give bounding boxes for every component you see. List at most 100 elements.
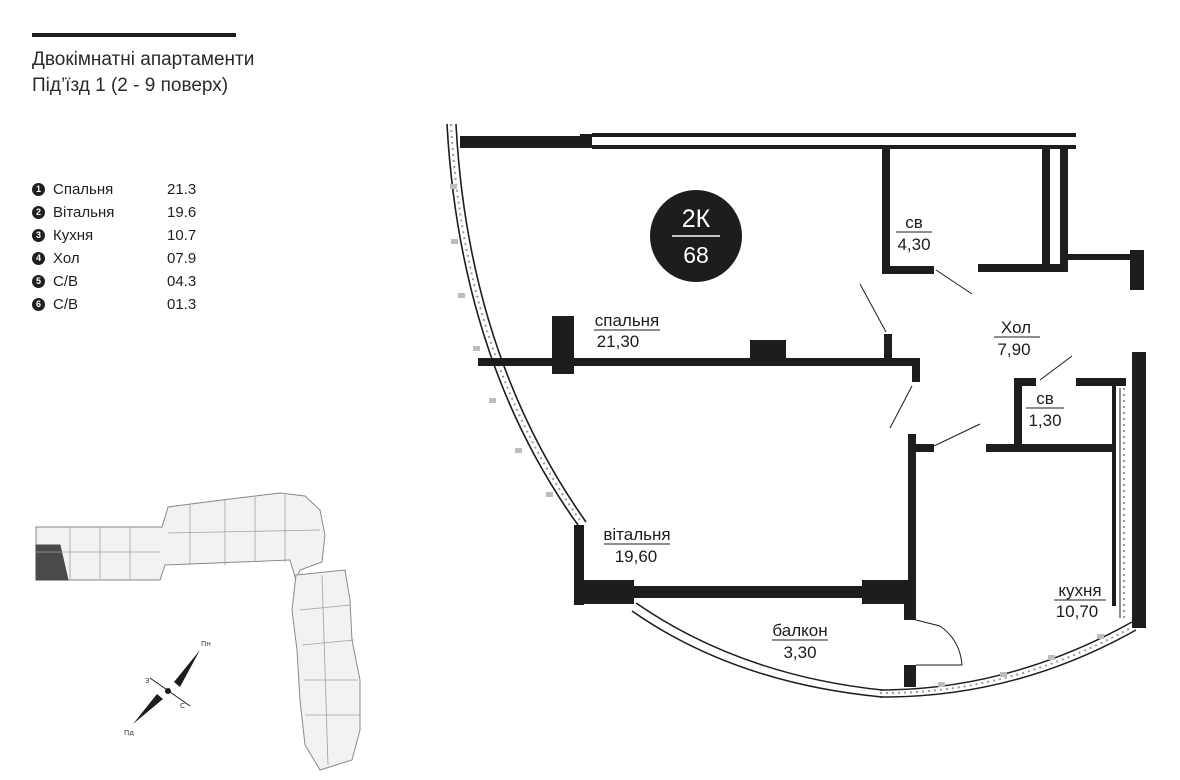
legend-room-area: 10.7: [167, 227, 197, 244]
legend-room-name: Кухня: [53, 227, 94, 244]
compass-label-north: Пн: [201, 640, 211, 648]
wall-balcony-jamb-top: [904, 600, 916, 620]
wall-bath-south-left: [882, 266, 934, 274]
apartment-walls: [460, 133, 1146, 687]
legend-row: 3 Кухня 10.7: [32, 224, 242, 247]
room-area-balcony: 3,30: [783, 643, 816, 662]
legend-room-area: 01.3: [167, 296, 197, 313]
legend-room-name: Хол: [53, 250, 80, 267]
title-apartment-type: Двокімнатні апартаменти: [32, 49, 255, 70]
wall-column-bedroom: [552, 316, 574, 374]
small-bath-door-leaf: [933, 423, 981, 447]
legend-row: 1 Спальня 21.3: [32, 178, 242, 201]
key-plan-wing-south: [291, 569, 361, 771]
kitchen-door-leaf: [1039, 355, 1073, 381]
room-area-legend: 1 Спальня 21.3 2 Вітальня 19.6 3 Кухня 1…: [32, 178, 242, 316]
legend-number-badge: 6: [32, 298, 45, 311]
compass-label-west: З: [145, 677, 150, 685]
legend-room-area: 21.3: [167, 181, 197, 198]
wall-small-bath-top: [1014, 378, 1036, 386]
wall-small-bath-south: [986, 444, 1114, 452]
wall-top-column: [580, 134, 592, 148]
key-plan-wing-west: [35, 492, 326, 582]
building-key-plan: [35, 492, 361, 771]
compass-center: [165, 688, 171, 694]
legend-room-area: 07.9: [167, 250, 197, 267]
legend-row: 2 Вітальня 19.6: [32, 201, 242, 224]
legend-room-area: 19.6: [167, 204, 197, 221]
legend-number-badge: 3: [32, 229, 45, 242]
title-entrance-floors: Під’їзд 1 (2 - 9 поверх): [32, 75, 229, 96]
legend-number-badge: 5: [32, 275, 45, 288]
apartment-badge: 2К 68: [650, 190, 742, 282]
badge-total-area: 68: [683, 242, 709, 268]
bedroom-door-leaf: [859, 283, 887, 333]
room-area-bath-small: 1,30: [1028, 411, 1061, 430]
legend-room-name: С/В: [53, 296, 79, 313]
wall-small-bath-top-right: [1076, 378, 1126, 386]
wall-top-west: [460, 136, 592, 148]
wall-living-west: [574, 525, 584, 605]
room-name-balcony: балкон: [772, 621, 827, 640]
room-area-living: 19,60: [615, 547, 658, 566]
legend-row: 4 Хол 07.9: [32, 247, 242, 270]
room-name-bath-large: св: [905, 213, 923, 232]
wall-shaft-west: [1042, 149, 1050, 272]
wall-living-east: [908, 434, 916, 604]
wall-shaft-stub: [1068, 254, 1134, 260]
bath-door-leaf: [935, 269, 973, 295]
curved-balcony-facade: [631, 602, 1137, 698]
door-swings: [859, 269, 1073, 666]
room-area-kitchen: 10,70: [1056, 602, 1099, 621]
legend-room-area: 04.3: [167, 273, 197, 290]
room-name-bath-small: св: [1036, 389, 1054, 408]
compass-rose: Пн Пд З С: [124, 640, 211, 737]
wall-hall-stub-top: [884, 358, 920, 366]
kitchen-window: [1119, 388, 1125, 618]
compass-label-south: Пд: [124, 729, 134, 737]
legend-row: 5 С/В 04.3: [32, 270, 242, 293]
room-name-bedroom: спальня: [595, 311, 660, 330]
header-rule: [32, 33, 236, 37]
compass-needle-south: [133, 694, 163, 724]
wall-column-center: [750, 340, 786, 366]
badge-apartment-type: 2К: [682, 205, 711, 233]
wall-bath-west: [882, 149, 890, 274]
room-area-hall: 7,90: [997, 340, 1030, 359]
wall-small-bath-west: [1014, 378, 1022, 450]
room-name-hall: Хол: [1001, 318, 1031, 337]
room-name-living: вітальня: [603, 525, 670, 544]
wall-bedroom-living: [478, 358, 888, 366]
living-door-leaf: [889, 385, 913, 429]
wall-bedroom-door-jamb: [884, 334, 892, 366]
wall-hall-stub-vertical: [912, 358, 920, 382]
wall-living-south: [634, 586, 862, 598]
wall-living-door-jamb: [908, 444, 934, 452]
legend-number-badge: 4: [32, 252, 45, 265]
key-plan-highlighted-apartment: [35, 544, 69, 581]
wall-kitchen-inner: [1112, 386, 1116, 606]
compass-label-east: С: [180, 702, 185, 710]
curved-facade-window: [446, 123, 587, 526]
balcony-door-swing: [915, 619, 963, 666]
wall-top-outer: [592, 133, 1076, 137]
room-name-kitchen: кухня: [1058, 581, 1101, 600]
wall-shaft-east: [1060, 149, 1068, 272]
legend-number-badge: 2: [32, 206, 45, 219]
wall-balcony-jamb-bottom: [904, 665, 916, 687]
wall-east-kitchen: [1132, 352, 1146, 628]
room-area-bath-large: 4,30: [897, 235, 930, 254]
legend-room-name: Вітальня: [53, 204, 115, 221]
room-area-bedroom: 21,30: [597, 332, 640, 351]
wall-column-living-sw: [576, 580, 634, 604]
page-title: Двокімнатні апартаменти Під’їзд 1 (2 - 9…: [32, 47, 254, 99]
wall-top-inner: [592, 145, 1076, 149]
room-labels: св 4,30 спальня 21,30 Хол 7,90 св 1,30 в…: [594, 213, 1106, 662]
wall-bath-south-right: [978, 264, 1068, 272]
legend-room-name: С/В: [53, 273, 79, 290]
legend-number-badge: 1: [32, 183, 45, 196]
wall-east-column: [1130, 250, 1144, 290]
legend-room-name: Спальня: [53, 181, 114, 198]
legend-row: 6 С/В 01.3: [32, 293, 242, 316]
